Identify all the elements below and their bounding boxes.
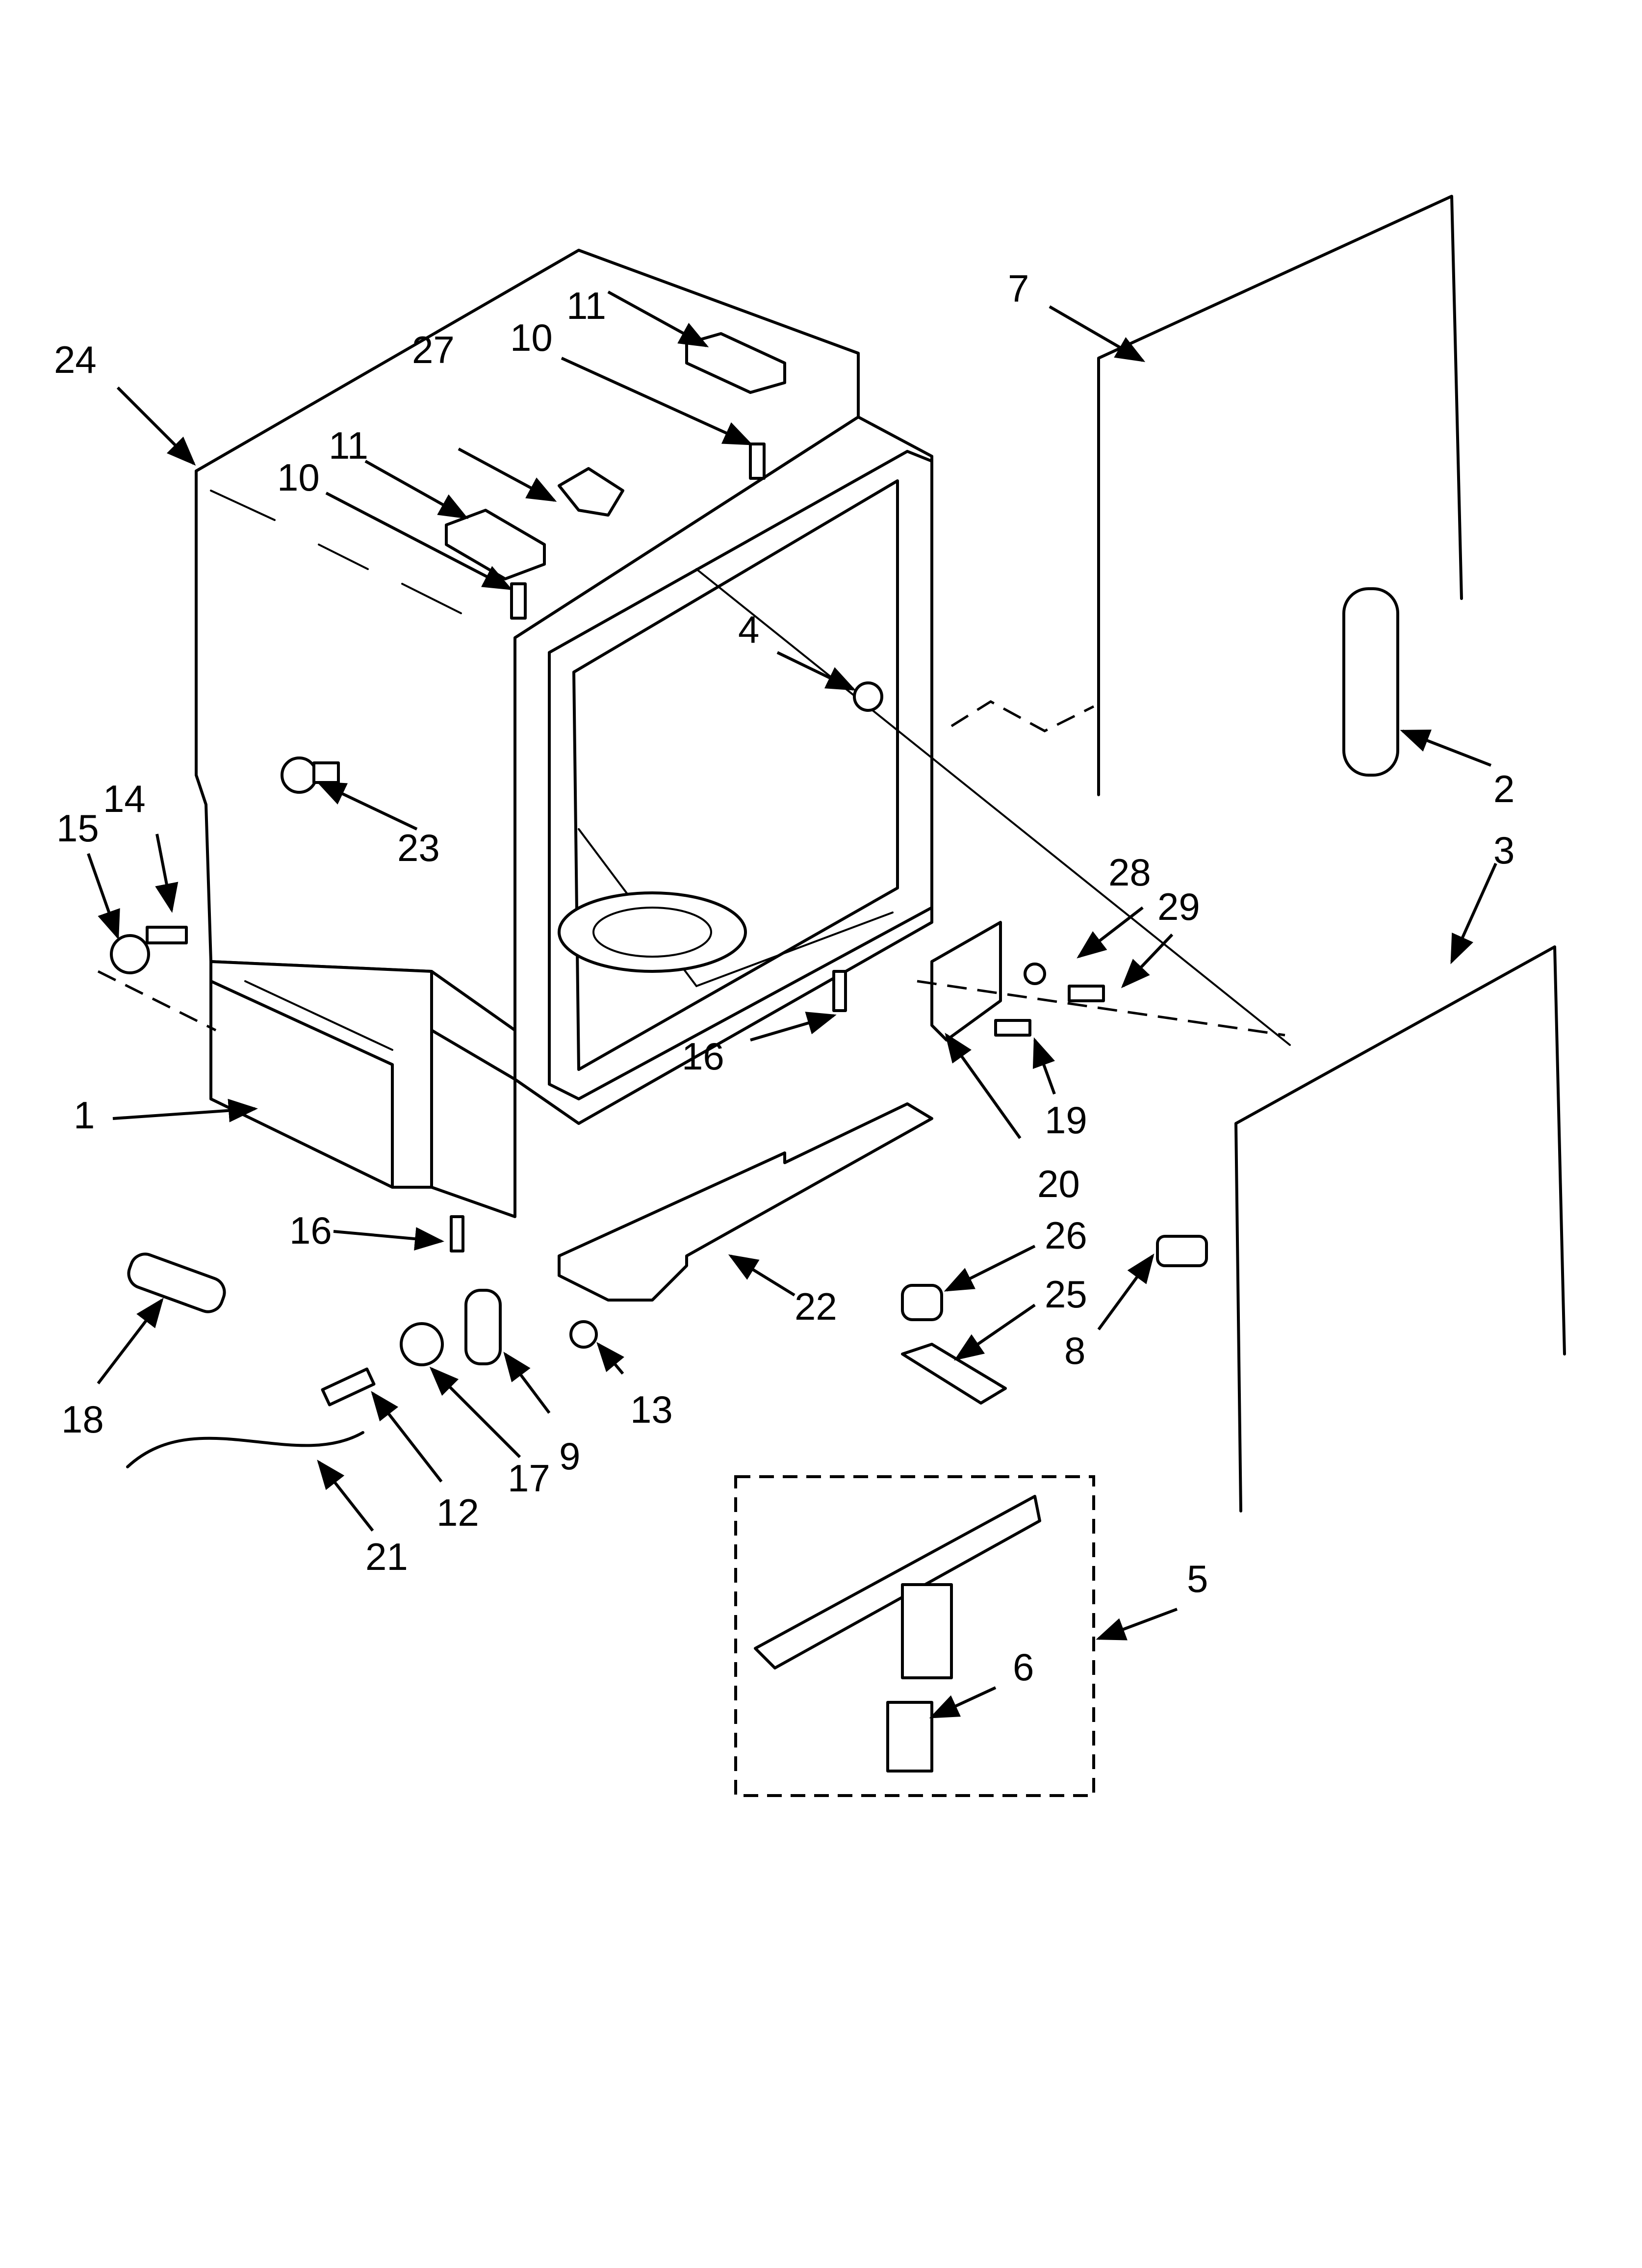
callout-27: 27	[412, 328, 455, 371]
callout-15: 15	[56, 807, 99, 850]
cable-21	[126, 1431, 364, 1468]
callout-5: 5	[1187, 1557, 1208, 1600]
callout-16-lower: 16	[289, 1209, 332, 1252]
bolt-12	[321, 1367, 376, 1407]
callout-11-right: 11	[566, 284, 606, 327]
bracket-9	[464, 1289, 502, 1365]
centerline-bracket	[917, 980, 1285, 1037]
callout-17: 17	[508, 1457, 550, 1500]
callout-18: 18	[61, 1398, 104, 1441]
callout-10-right: 10	[510, 316, 553, 359]
float-switch-6	[886, 1701, 933, 1773]
callout-3: 3	[1493, 829, 1514, 872]
callout-25: 25	[1045, 1273, 1087, 1316]
washer-28	[1024, 963, 1046, 985]
callout-22: 22	[795, 1285, 837, 1328]
screw-29	[1068, 985, 1105, 1002]
screw-10-left	[510, 582, 527, 620]
callout-19: 19	[1045, 1098, 1087, 1142]
screw-10-right	[749, 443, 766, 480]
plate-22	[558, 1102, 933, 1302]
callout-11-left: 11	[329, 424, 368, 467]
subassembly-box-5	[734, 1475, 1095, 1797]
callout-21: 21	[365, 1535, 408, 1578]
screw-19	[994, 1019, 1031, 1037]
callout-26: 26	[1045, 1214, 1087, 1257]
foot-16-upper	[832, 970, 847, 1012]
float-assembly-5	[754, 1495, 1041, 1679]
callout-24: 24	[54, 338, 97, 381]
centerline-lower	[97, 970, 217, 1032]
bracket-20	[930, 921, 1002, 1042]
foot-16-lower	[450, 1215, 464, 1252]
callout-16-upper: 16	[682, 1035, 724, 1078]
callout-8: 8	[1064, 1329, 1085, 1372]
callout-1: 1	[74, 1094, 95, 1137]
foot-13	[569, 1320, 598, 1349]
rail-1	[209, 980, 394, 1189]
insulation-wrap-2	[1342, 587, 1399, 777]
centerline-upper	[950, 700, 1095, 732]
switch-26	[901, 1284, 943, 1321]
wheel-17	[400, 1322, 444, 1366]
callout-13: 13	[630, 1388, 673, 1431]
callout-23: 23	[397, 826, 440, 869]
callout-labels: 24 7 11 10 27 11 10 4 2 3 23 15 14 28 29…	[54, 267, 1514, 1689]
callout-14: 14	[103, 777, 146, 820]
callout-7: 7	[1008, 267, 1029, 310]
callout-9: 9	[559, 1434, 580, 1478]
clip-27	[558, 467, 624, 517]
latch-8	[1156, 1235, 1208, 1267]
door-seal-7	[1097, 195, 1463, 796]
spring-18	[127, 1252, 226, 1313]
callout-10-left: 10	[277, 456, 320, 499]
callout-29: 29	[1157, 885, 1200, 928]
callout-2: 2	[1493, 767, 1514, 810]
bolt-14	[146, 926, 188, 944]
callout-12: 12	[436, 1491, 479, 1534]
leader-lines	[87, 290, 1497, 1719]
callout-6: 6	[1013, 1645, 1034, 1689]
callout-20: 20	[1037, 1162, 1080, 1205]
callout-4: 4	[738, 608, 759, 651]
bracket-25	[901, 1343, 1007, 1405]
hinge-bracket-11-right	[685, 332, 786, 394]
stud-4	[853, 681, 883, 712]
hinge-bracket-11-left	[445, 509, 546, 580]
tub-gasket-3	[1234, 945, 1566, 1512]
foot-15	[110, 934, 150, 974]
callout-28: 28	[1108, 851, 1151, 894]
